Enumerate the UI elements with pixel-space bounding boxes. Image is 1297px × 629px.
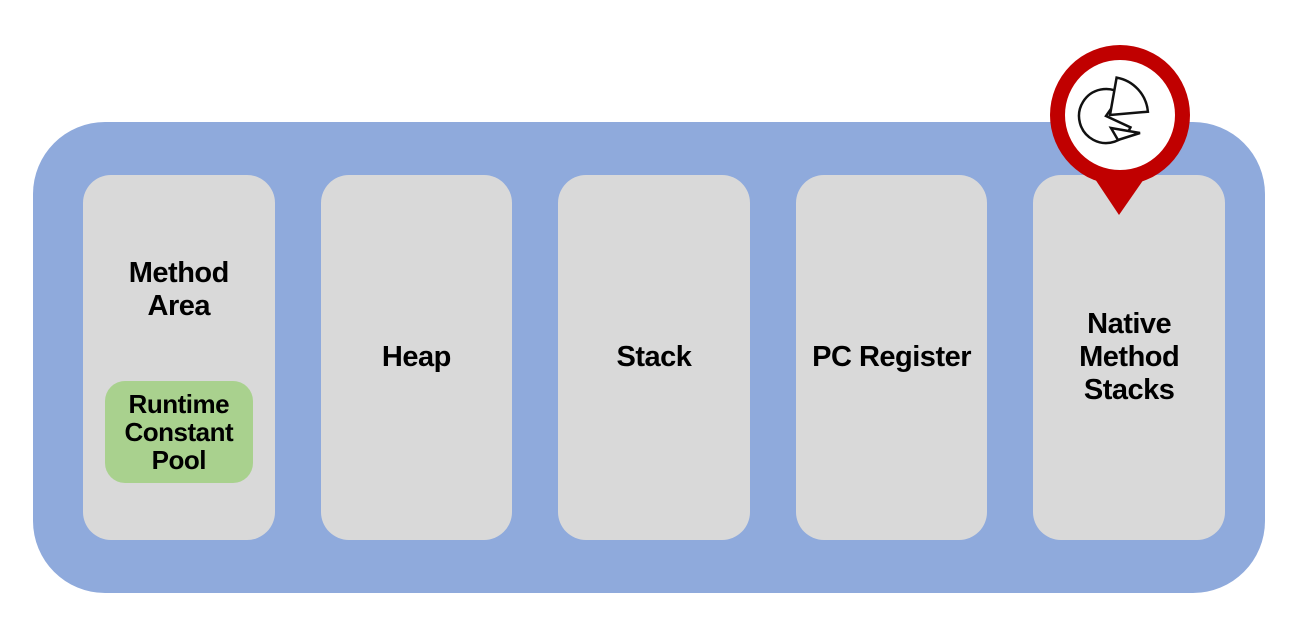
stack-label: Stack: [616, 340, 692, 373]
diagram-box-method-area: Method Area Runtime Constant Pool: [83, 175, 275, 540]
diagram-box-runtime-constant-pool: Runtime Constant Pool: [104, 381, 253, 484]
native-method-stacks-label: Native Method Stacks: [1079, 307, 1180, 407]
runtime-data-area-container: Method Area Runtime Constant Pool Heap S…: [33, 122, 1265, 593]
diagram-box-stack: Stack: [558, 175, 750, 540]
diagram-box-heap: Heap: [320, 175, 513, 540]
heap-label: Heap: [381, 340, 451, 373]
pc-register-label: PC Register: [812, 340, 972, 373]
location-pin-icon: [1050, 45, 1190, 215]
method-area-label: Method Area: [128, 257, 230, 323]
pie-chart-icon: [1077, 76, 1150, 145]
diagram-box-pc-register: PC Register: [795, 175, 988, 540]
diagram-box-native-method-stacks: Native Method Stacks: [1033, 175, 1225, 540]
runtime-constant-pool-label: Runtime Constant Pool: [124, 388, 234, 476]
